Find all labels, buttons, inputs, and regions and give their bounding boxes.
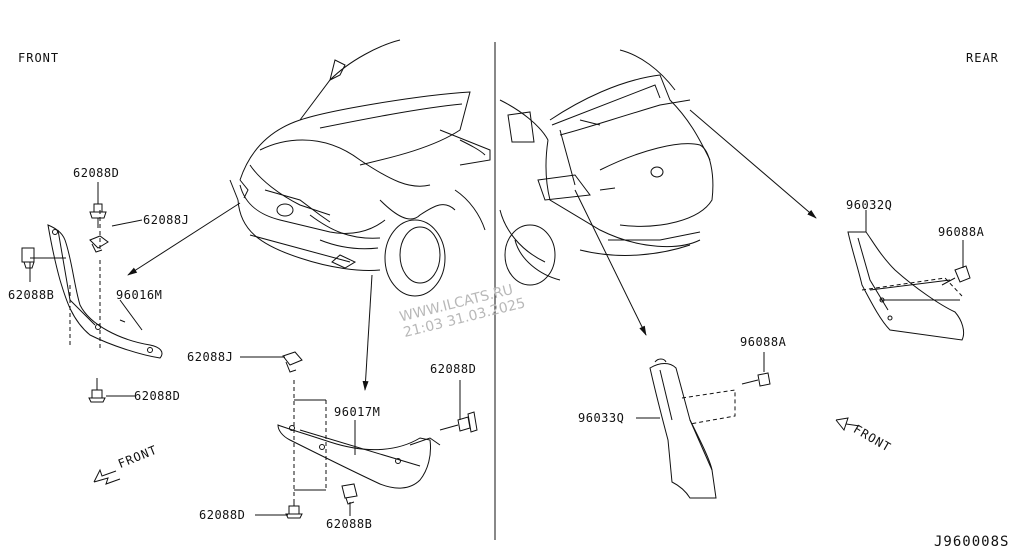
part-label-96088A-mid[interactable]: 96088A [740,335,787,349]
part-label-62088D-mid-right[interactable]: 62088D [430,362,477,376]
rear-car-illustration [499,49,714,286]
part-96017M-shape [277,424,441,489]
front-car-illustration [229,39,491,297]
part-label-62088B-bottom[interactable]: 62088B [326,517,373,531]
clip-96088A-right-shape [941,265,971,286]
front-view-label: FRONT [18,51,60,65]
part-label-62088B-left[interactable]: 62088B [8,288,55,302]
part-label-62088J-mid[interactable]: 62088J [187,350,234,364]
clip-62088D-bottom-shape [285,500,303,519]
part-96033Q-shape [649,358,717,499]
part-label-96017M[interactable]: 96017M [334,405,381,419]
clip-62088B-bottom-shape [341,483,358,505]
leader-rear-left [574,189,647,336]
part-label-96033Q[interactable]: 96033Q [578,411,625,425]
front-direction-arrow-left [93,468,121,485]
part-96032Q-shape [847,231,965,341]
leader-front-right [362,274,373,391]
part-label-96032Q[interactable]: 96032Q [846,198,893,212]
clip-62088B-left-shape [21,247,35,269]
clip-62088J-mid-shape [282,351,303,373]
part-label-96016M[interactable]: 96016M [116,288,163,302]
leader-front-left [127,202,241,276]
leader-rear-right [689,109,817,219]
part-label-62088D-bottom[interactable]: 62088D [199,508,246,522]
front-direction-arrow-right [835,417,861,432]
clip-62088D-top-shape [89,203,107,228]
clip-62088D-mid-right-shape [439,411,478,433]
part-label-62088D-top[interactable]: 62088D [73,166,120,180]
rear-view-label: REAR [966,51,999,65]
clip-62088J-top-shape [89,235,109,253]
clip-96088A-mid-shape [741,372,771,387]
part-label-96088A-right[interactable]: 96088A [938,225,985,239]
clip-62088D-left-bottom-shape [88,378,106,403]
part-label-62088J-top[interactable]: 62088J [143,213,190,227]
part-label-62088D-left-bottom[interactable]: 62088D [134,389,181,403]
diagram-code: J960008S [934,534,1010,550]
